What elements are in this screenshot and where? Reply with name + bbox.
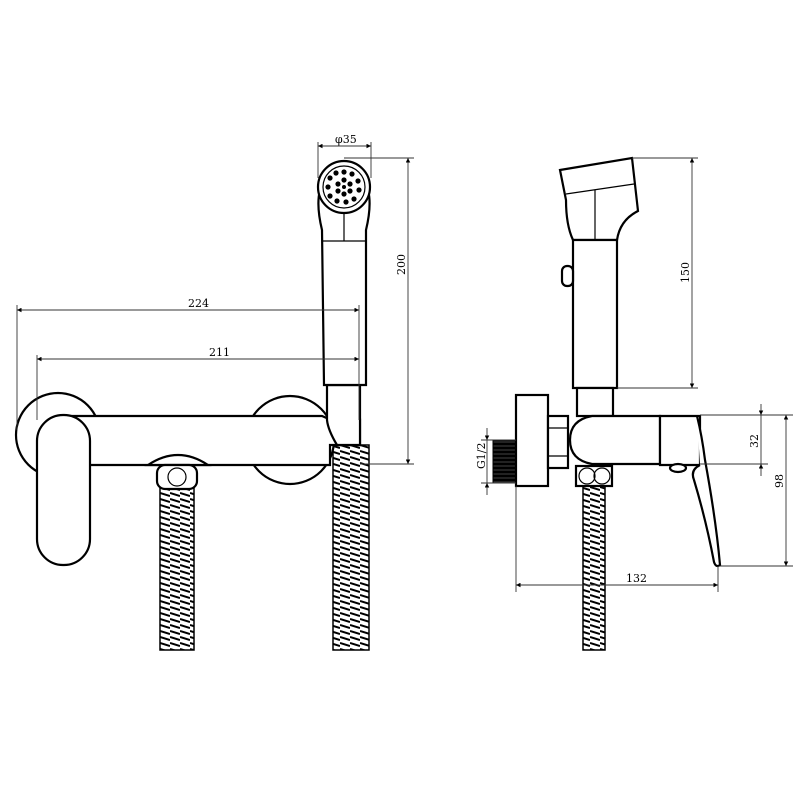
side-hose <box>582 485 606 651</box>
bottom-nut <box>144 454 212 467</box>
shower-holder <box>325 383 362 447</box>
side-dimensions <box>481 157 793 592</box>
dim-diameter-label: φ35 <box>335 133 357 146</box>
hose-nut-detail <box>167 467 187 487</box>
dim-150-label: 150 <box>679 262 692 283</box>
side-lever-base <box>658 414 702 467</box>
right-hose <box>332 444 370 651</box>
dim-211-label: 211 <box>209 346 230 359</box>
front-dimensions <box>16 142 414 465</box>
dim-32-label: 32 <box>748 434 761 448</box>
lever-pin <box>668 462 688 474</box>
dim-200-label: 200 <box>395 254 408 275</box>
hose-nut <box>155 463 199 491</box>
side-view: 150 G1/2 32 98 132 <box>475 156 793 651</box>
side-valve-body <box>568 414 662 466</box>
dim-224-label: 224 <box>188 297 209 310</box>
mixer-handle <box>35 413 92 567</box>
front-view: 224 211 φ35 200 <box>14 133 414 651</box>
trigger-button <box>560 264 575 288</box>
side-hand-shower-grip <box>571 238 619 390</box>
dim-132-label: 132 <box>626 572 647 585</box>
spray-nozzles <box>325 169 362 205</box>
side-nut <box>546 414 570 470</box>
side-lever-handle <box>691 415 722 568</box>
dim-98-label: 98 <box>773 474 786 488</box>
side-wall-flange <box>514 393 550 488</box>
side-hand-shower-head <box>558 156 640 242</box>
side-shower-neck <box>575 386 615 418</box>
left-hose <box>159 487 195 651</box>
hand-shower-body <box>317 188 371 387</box>
dim-thread-label: G1/2 <box>475 443 488 470</box>
thread-connector <box>492 439 517 484</box>
valve-body <box>58 414 362 467</box>
